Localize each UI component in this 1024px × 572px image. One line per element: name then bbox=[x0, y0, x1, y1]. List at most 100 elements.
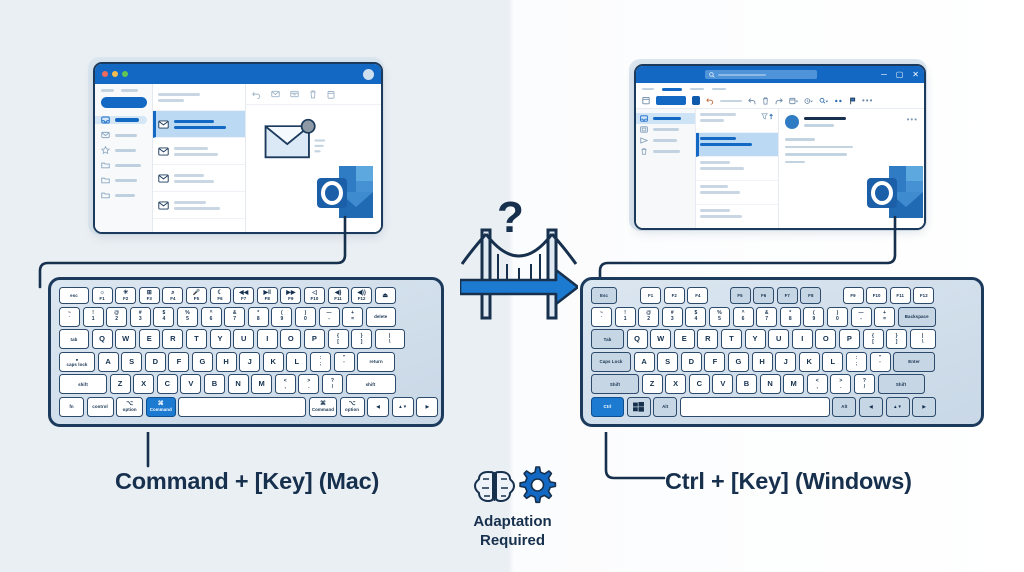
key-b[interactable]: B bbox=[735, 374, 757, 395]
key-6[interactable]: ^6 bbox=[732, 306, 754, 327]
key-f1[interactable]: ☼F1 bbox=[91, 287, 113, 304]
read-unread-icon[interactable] bbox=[834, 98, 843, 104]
archive-icon[interactable] bbox=[775, 97, 783, 105]
mac-sidebar[interactable] bbox=[95, 84, 153, 232]
list-item[interactable] bbox=[696, 109, 778, 133]
key-a[interactable]: A bbox=[97, 351, 119, 372]
key-x[interactable]: X bbox=[133, 374, 155, 395]
reply-icon[interactable] bbox=[748, 97, 756, 105]
key-f12[interactable]: F12 bbox=[913, 287, 935, 304]
key-[interactable]: :; bbox=[309, 351, 331, 372]
key-[interactable]: ◀ bbox=[858, 396, 883, 417]
close-icon[interactable] bbox=[102, 71, 108, 77]
key-w[interactable]: W bbox=[650, 329, 672, 350]
key-f9[interactable]: F9 bbox=[842, 287, 864, 304]
key-[interactable]: >. bbox=[298, 374, 320, 395]
key-f8[interactable]: F8 bbox=[800, 287, 822, 304]
delete-icon[interactable] bbox=[762, 96, 769, 105]
key-k[interactable]: K bbox=[262, 351, 284, 372]
mail-icon[interactable] bbox=[271, 90, 280, 98]
sidebar-item-sent[interactable] bbox=[640, 135, 691, 146]
sidebar-item-folder-1[interactable] bbox=[101, 161, 147, 169]
key-[interactable]: <, bbox=[274, 374, 296, 395]
key-z[interactable]: Z bbox=[641, 374, 663, 395]
key-h[interactable]: H bbox=[751, 351, 773, 372]
mac-message-list[interactable] bbox=[153, 84, 246, 232]
key-c[interactable]: C bbox=[688, 374, 710, 395]
key-f5[interactable]: F5 bbox=[729, 287, 751, 304]
key-tab[interactable]: tab bbox=[59, 329, 89, 350]
sidebar-item-starred[interactable] bbox=[101, 146, 147, 154]
key-y[interactable]: Y bbox=[209, 329, 231, 350]
key-f4[interactable]: ⌕F4 bbox=[162, 287, 184, 304]
key-m[interactable]: M bbox=[783, 374, 805, 395]
key-delete[interactable]: delete bbox=[365, 306, 396, 327]
list-item[interactable] bbox=[153, 111, 245, 138]
key-s[interactable]: S bbox=[657, 351, 679, 372]
key-w[interactable]: W bbox=[115, 329, 137, 350]
key-[interactable]: ▶ bbox=[912, 396, 937, 417]
key-shift[interactable]: shift bbox=[345, 374, 396, 395]
undo-icon[interactable] bbox=[252, 90, 261, 99]
key-s[interactable]: S bbox=[121, 351, 143, 372]
key-g[interactable]: G bbox=[191, 351, 213, 372]
key-f6[interactable]: F6 bbox=[753, 287, 775, 304]
tab-help[interactable] bbox=[712, 87, 726, 91]
key-fn[interactable]: fn bbox=[59, 396, 84, 417]
key-q[interactable]: Q bbox=[91, 329, 113, 350]
key-h[interactable]: H bbox=[215, 351, 237, 372]
key-m[interactable]: M bbox=[251, 374, 273, 395]
mac-toolbar[interactable] bbox=[246, 84, 381, 105]
tab-placeholder[interactable] bbox=[101, 89, 114, 92]
key-f12[interactable]: ◀))F12 bbox=[351, 287, 373, 304]
key-1[interactable]: !1 bbox=[82, 306, 104, 327]
key-return[interactable]: return bbox=[357, 351, 396, 372]
minimize-button[interactable]: ─ bbox=[881, 69, 887, 79]
move-icon[interactable] bbox=[789, 97, 798, 105]
key-4[interactable]: $4 bbox=[685, 306, 707, 327]
key-9[interactable]: (9 bbox=[803, 306, 825, 327]
key-f10[interactable]: ◁F10 bbox=[303, 287, 325, 304]
key-f3[interactable]: ⊞F3 bbox=[138, 287, 160, 304]
key-d[interactable]: D bbox=[680, 351, 702, 372]
key-f2[interactable]: F2 bbox=[663, 287, 685, 304]
key-f11[interactable]: F11 bbox=[889, 287, 911, 304]
key-[interactable]: }] bbox=[886, 329, 908, 350]
key-k[interactable]: K bbox=[798, 351, 820, 372]
more-icon[interactable]: ••• bbox=[906, 115, 918, 124]
window-controls[interactable]: ─ ▢ ✕ bbox=[881, 69, 919, 79]
windows-ribbon-tabs[interactable] bbox=[636, 83, 924, 93]
key-x[interactable]: X bbox=[665, 374, 687, 395]
key-o[interactable]: O bbox=[815, 329, 837, 350]
key-f1[interactable]: F1 bbox=[640, 287, 662, 304]
avatar[interactable] bbox=[785, 115, 799, 129]
key-o[interactable]: O bbox=[280, 329, 302, 350]
key-esc[interactable]: esc bbox=[59, 287, 89, 304]
key-3[interactable]: #3 bbox=[129, 306, 151, 327]
key-d[interactable]: D bbox=[144, 351, 166, 372]
sidebar-item-mail[interactable] bbox=[101, 131, 147, 139]
list-item[interactable] bbox=[153, 165, 245, 192]
overflow-icon[interactable]: ••• bbox=[862, 96, 874, 105]
key-u[interactable]: U bbox=[233, 329, 255, 350]
key-ctrl[interactable]: Ctrl bbox=[591, 396, 624, 417]
key-[interactable]: += bbox=[874, 306, 896, 327]
key-control[interactable]: control bbox=[86, 396, 114, 417]
key-[interactable]: {[ bbox=[862, 329, 884, 350]
key-[interactable]: —- bbox=[850, 306, 872, 327]
key-2[interactable]: @2 bbox=[638, 306, 660, 327]
rules-icon[interactable] bbox=[804, 97, 813, 105]
key-f[interactable]: F bbox=[168, 351, 190, 372]
key-r[interactable]: R bbox=[162, 329, 184, 350]
key-p[interactable]: P bbox=[838, 329, 860, 350]
key-f7[interactable]: ◀◀F7 bbox=[233, 287, 255, 304]
key-n[interactable]: N bbox=[759, 374, 781, 395]
minimize-icon[interactable] bbox=[112, 71, 118, 77]
key-3[interactable]: #3 bbox=[661, 306, 683, 327]
key-5[interactable]: %5 bbox=[708, 306, 730, 327]
key-option[interactable]: ⌥option bbox=[116, 396, 144, 417]
key-q[interactable]: Q bbox=[626, 329, 648, 350]
list-item[interactable] bbox=[696, 181, 778, 205]
key-esc[interactable]: Esc bbox=[591, 287, 617, 304]
